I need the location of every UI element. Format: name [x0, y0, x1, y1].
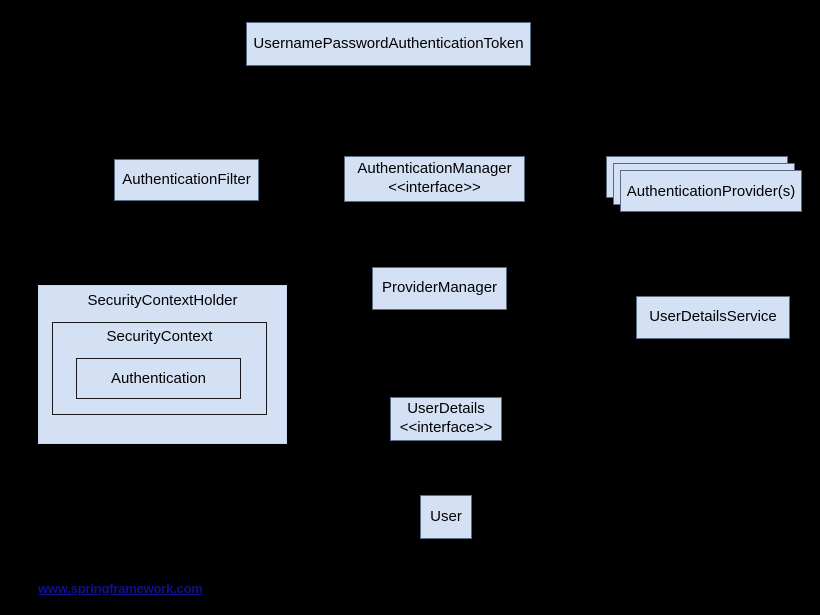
connector-manager-to-providermanager	[439, 202, 440, 267]
connector-token-to-filter	[186, 66, 187, 159]
node-provider-manager[interactable]: ProviderManager	[372, 267, 507, 310]
security-context-holder-label: SecurityContextHolder	[87, 292, 238, 309]
connector-providers-to-userdetailsservice	[712, 198, 713, 296]
node-user-details[interactable]: UserDetails <<interface>>	[390, 397, 502, 441]
node-authentication[interactable]: Authentication	[76, 358, 241, 399]
node-user-details-service[interactable]: UserDetailsService	[636, 296, 790, 339]
connector-token-to-manager	[388, 66, 389, 156]
connector-filter-to-holder	[163, 201, 164, 285]
security-context-label: SecurityContext	[106, 328, 213, 345]
node-authentication-manager[interactable]: AuthenticationManager <<interface>>	[344, 156, 525, 202]
node-authentication-providers-stack[interactable]: AuthenticationProvider(s)	[606, 156, 802, 212]
node-authentication-filter[interactable]: AuthenticationFilter	[114, 159, 259, 201]
footer-website-link[interactable]: www.springframework.com	[38, 581, 203, 596]
connector-userdetails-to-user	[446, 441, 447, 495]
node-authentication-providers[interactable]: AuthenticationProvider(s)	[620, 170, 802, 212]
node-username-password-authentication-token[interactable]: UsernamePasswordAuthenticationToken	[246, 22, 531, 66]
connector-providermanager-to-providers	[507, 288, 612, 289]
node-user[interactable]: User	[420, 495, 472, 539]
connector-userdetailsservice-to-userdetails	[446, 339, 712, 340]
